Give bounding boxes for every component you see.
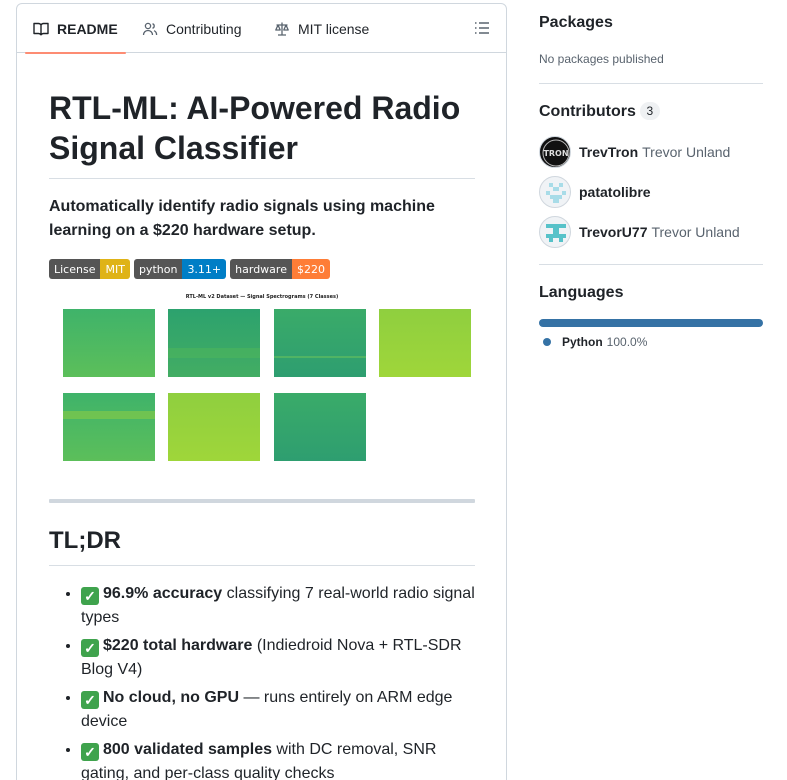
hardware-badge[interactable]: hardware $220 [230, 259, 330, 279]
contributor-login: patatolibre [579, 184, 651, 200]
readme-panel: README Contributing MIT license RTL-ML: … [16, 3, 507, 780]
badge-label: hardware [230, 259, 292, 279]
contributors-count: 3 [639, 102, 660, 120]
badge-label: License [49, 259, 101, 279]
check-mark-icon: ✓ [81, 743, 99, 761]
law-scale-icon [275, 22, 289, 36]
spectrogram-panel [63, 393, 155, 461]
contributor-fullname: Trevor Unland [651, 224, 740, 240]
language-bar [539, 319, 763, 327]
sidebar: Packages No packages published Contribut… [539, 0, 763, 349]
list-item: ✓800 validated samples with DC removal, … [81, 738, 475, 780]
readme-title: RTL-ML: AI-Powered Radio Signal Classifi… [49, 88, 475, 179]
language-percent: 100.0% [606, 335, 648, 349]
list-item-bold: 800 validated samples [103, 741, 272, 758]
tab-contributing[interactable]: Contributing [142, 4, 242, 53]
tldr-heading: TL;DR [49, 525, 475, 566]
contributor-login: TrevorU77 [579, 224, 648, 240]
figure-title: RTL-ML v2 Dataset — Signal Spectrograms … [186, 294, 339, 300]
packages-heading-label: Packages [539, 14, 613, 31]
check-mark-icon: ✓ [81, 587, 99, 605]
horizontal-rule [49, 499, 475, 503]
badges-row: License MIT python 3.11+ hardware $220 [49, 259, 475, 279]
book-icon [33, 22, 49, 35]
packages-heading[interactable]: Packages [539, 11, 763, 35]
spectrogram-band [168, 348, 260, 358]
tab-license-label: MIT license [298, 20, 370, 37]
contributors-heading-label: Contributors [539, 103, 636, 120]
spectrogram-panel [168, 309, 260, 377]
avatar [539, 216, 571, 248]
tab-contributing-label: Contributing [166, 20, 242, 37]
spectrogram-figure[interactable]: RTL-ML v2 Dataset — Signal Spectrograms … [49, 293, 475, 471]
check-mark-icon: ✓ [81, 691, 99, 709]
identicon-icon [546, 224, 566, 242]
spectrogram-panel [168, 393, 260, 461]
contributor-trevoru77[interactable]: TrevorU77 Trevor Unland [539, 216, 763, 248]
contributor-fullname: Trevor Unland [642, 144, 731, 160]
list-item: ✓96.9% accuracy classifying 7 real-world… [81, 582, 475, 630]
languages-heading: Languages [539, 284, 624, 301]
list-item-text: (Indiedroid Nova + RTL-SDR Blog V4) [81, 637, 462, 678]
people-icon [142, 22, 158, 35]
contributor-trevtron[interactable]: TRON TrevTron Trevor Unland [539, 136, 763, 168]
languages-section: Languages Python 100.0% [539, 265, 763, 349]
list-item: ✓$220 total hardware (Indiedroid Nova + … [81, 634, 475, 682]
avatar: TRON [539, 136, 571, 168]
spectrogram-panel [379, 309, 471, 377]
badge-value: $220 [291, 259, 330, 279]
contributor-login: TrevTron [579, 144, 639, 160]
tron-avatar-icon: TRON [542, 139, 570, 167]
svg-text:TRON: TRON [543, 149, 568, 158]
spectrogram-band [63, 411, 155, 419]
badge-value: MIT [100, 259, 130, 279]
contributor-patatolibre[interactable]: patatolibre [539, 176, 763, 208]
spectrogram-panel [274, 309, 366, 377]
list-item-text: with DC removal, SNR gating, and per-cla… [81, 741, 437, 780]
license-badge[interactable]: License MIT [49, 259, 130, 279]
check-mark-icon: ✓ [81, 639, 99, 657]
badge-label: python [133, 259, 183, 279]
tldr-list: ✓96.9% accuracy classifying 7 real-world… [49, 582, 475, 780]
list-item-bold: 96.9% accuracy [103, 585, 223, 602]
list-item: ✓No cloud, no GPU — runs entirely on ARM… [81, 686, 475, 734]
readme-content: RTL-ML: AI-Powered Radio Signal Classifi… [49, 54, 475, 780]
python-badge[interactable]: python 3.11+ [133, 259, 227, 279]
spectrogram-panel [63, 309, 155, 377]
language-name: Python [562, 335, 603, 349]
divider [539, 83, 763, 84]
tab-license[interactable]: MIT license [274, 4, 369, 53]
avatar [539, 176, 571, 208]
divider [539, 264, 763, 265]
packages-section: Packages No packages published [539, 0, 763, 66]
list-item-text: classifying 7 real-world radio signal ty… [81, 585, 475, 626]
language-python[interactable]: Python 100.0% [539, 335, 763, 349]
list-outline-icon[interactable] [474, 20, 490, 36]
language-color-dot [543, 338, 551, 346]
spectrogram-grid: RTL-ML v2 Dataset — Signal Spectrograms … [63, 294, 471, 461]
packages-empty-text: No packages published [539, 52, 664, 66]
list-item-bold: No cloud, no GPU [103, 689, 239, 706]
readme-subtitle: Automatically identify radio signals usi… [49, 198, 435, 239]
identicon-icon [546, 183, 566, 203]
badge-value: 3.11+ [182, 259, 227, 279]
readme-tabbar: README Contributing MIT license [17, 4, 506, 54]
list-item-bold: $220 total hardware [103, 637, 253, 654]
contributors-list: TRON TrevTron Trevor Unland patatolibre [539, 136, 763, 248]
list-item-text: — runs entirely on ARM edge device [81, 689, 453, 730]
spectrogram-panel [274, 393, 366, 461]
tab-readme[interactable]: README [25, 4, 126, 54]
tab-readme-label: README [57, 20, 118, 37]
